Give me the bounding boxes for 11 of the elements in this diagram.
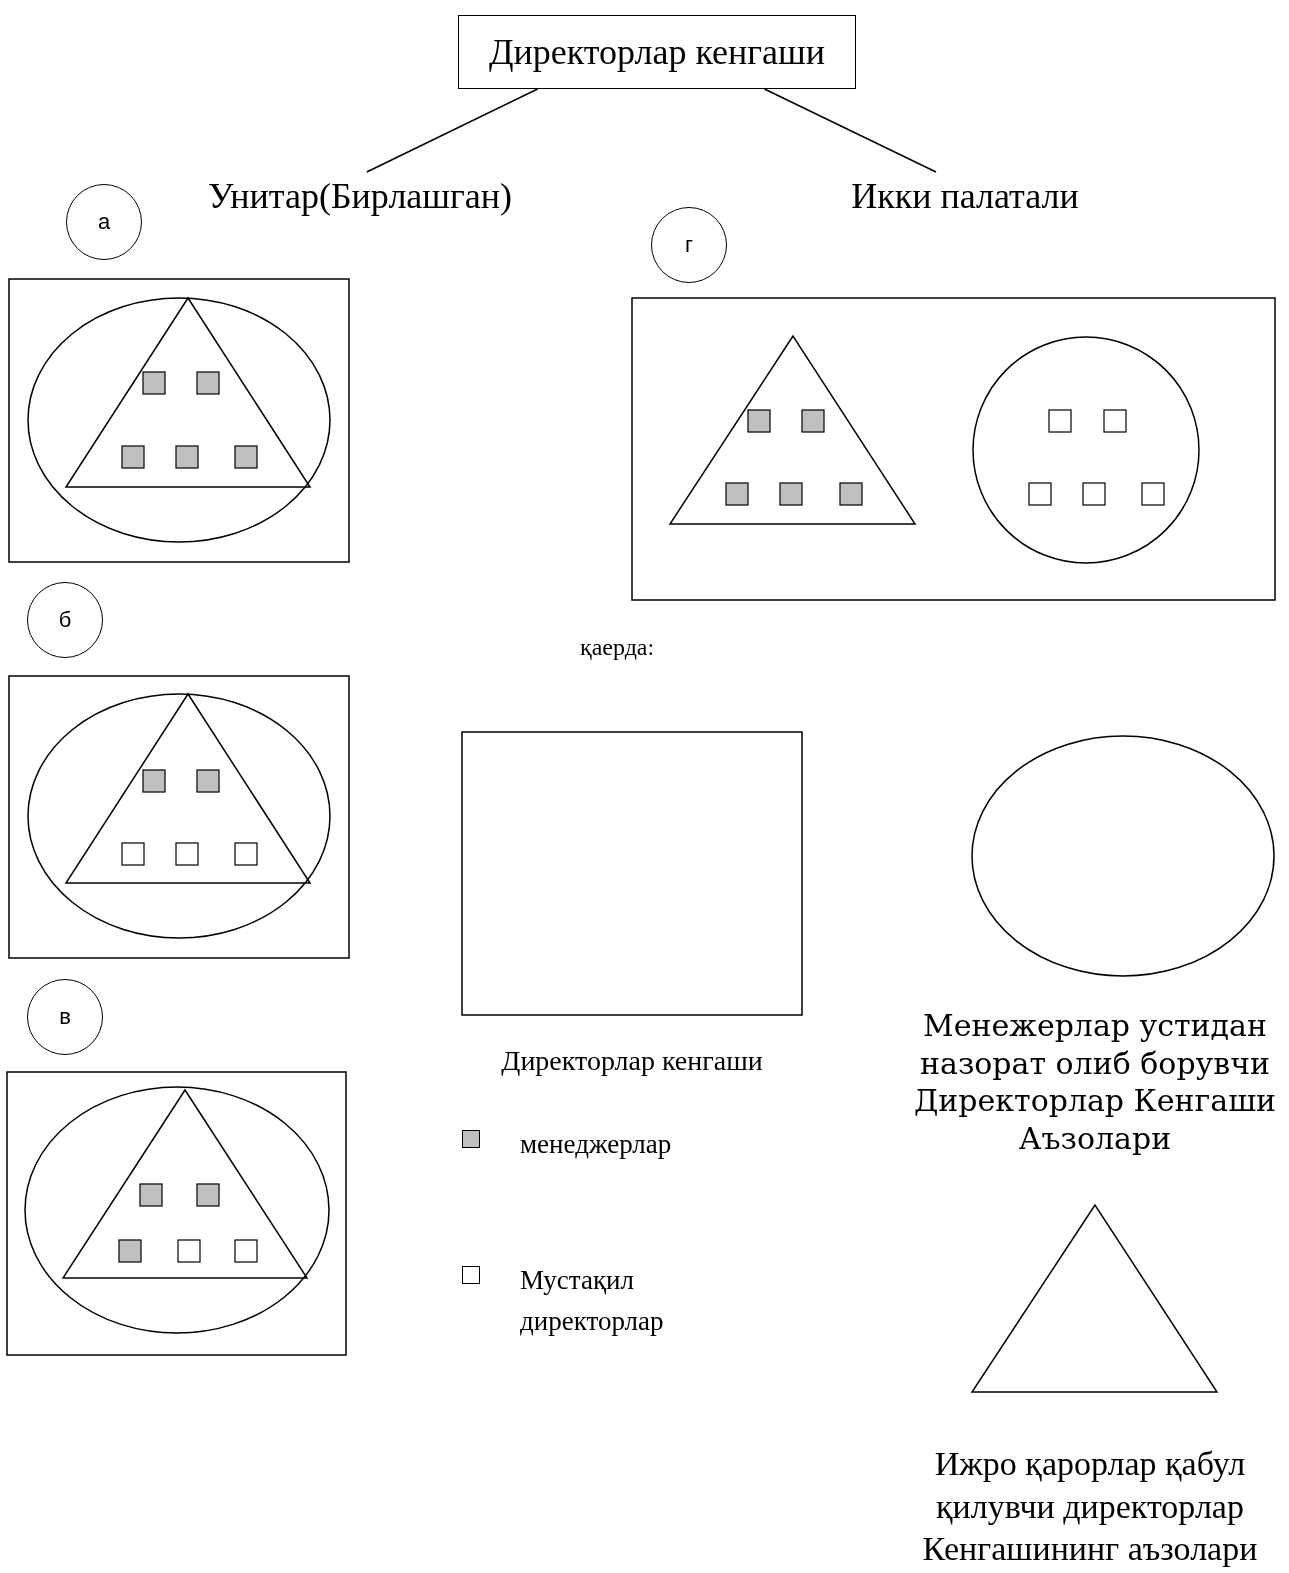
note-text: қаерда: xyxy=(580,634,655,661)
branch-label: Икки палатали xyxy=(820,172,1110,220)
legend-label: Мустақил директорлар xyxy=(520,1264,665,1338)
title-box: Директорлар кенгаши xyxy=(458,15,856,89)
legend-label: менеджерлар xyxy=(520,1128,673,1161)
shape-caption: Директорлар кенгаши xyxy=(500,1044,764,1078)
branch-label: Унитар(Бирлашган) xyxy=(190,172,530,220)
shape-caption: Менежерлар устидан назорат олиб борувчи Директорлар Кенгаши Аъзолари xyxy=(912,1007,1278,1157)
connector-line xyxy=(763,88,937,173)
connector-line xyxy=(366,88,539,173)
shape-caption: Ижро қарорлар қабул қилувчи директорлар Кенгашининг аъзолари xyxy=(921,1444,1259,1569)
